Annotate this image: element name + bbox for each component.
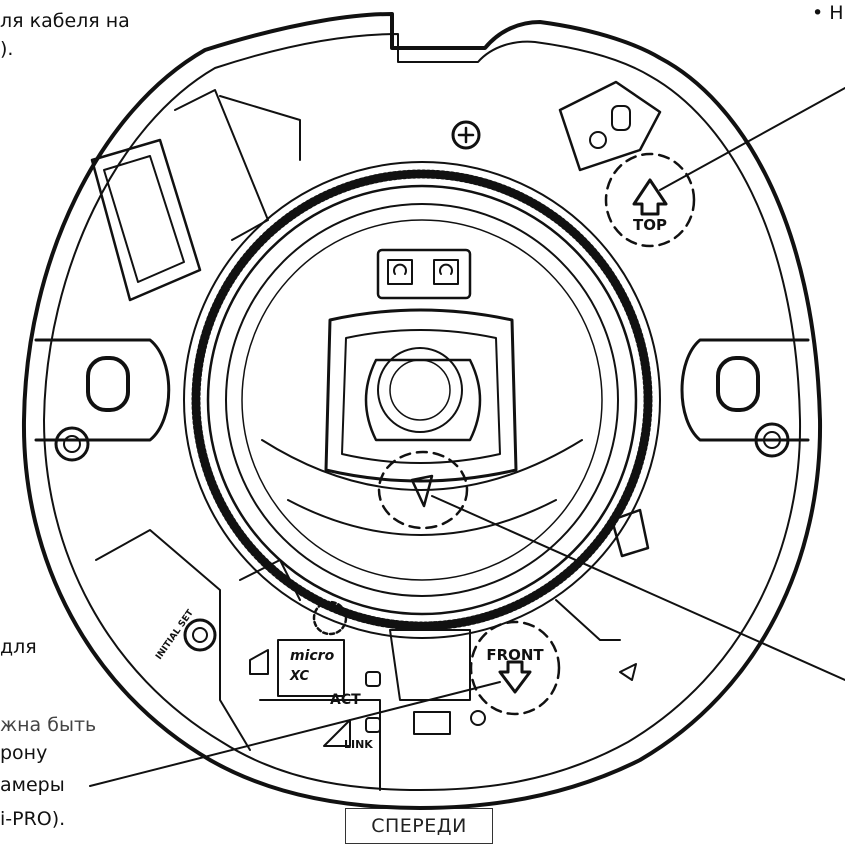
lens-body [364,358,482,442]
outer-housing-inner-outline [43,33,802,791]
front-mark-dashed-circle [469,620,561,716]
micro-label: micro [290,648,335,664]
left-text-4: амеры [0,774,65,796]
right-screw [754,422,790,458]
left-text-1: для [0,636,37,658]
left-text-2: жна быть [0,714,97,736]
top-mark-dashed-circle [604,152,696,248]
left-component-block [90,138,202,302]
top-left-text-line2: ). [0,38,14,60]
top-left-text-line1: ля кабеля на [0,10,130,32]
upper-right-bracket [558,80,662,172]
link-led [365,717,381,733]
left-text-5: i-PRO). [0,808,66,830]
gear-ring-teeth [191,169,653,631]
top-arrow-icon [632,178,668,216]
sdxc-label: XC [289,669,310,684]
left-mount-slot [86,356,130,412]
gear-ring-inner [206,184,638,616]
lens-frame [324,308,518,483]
link-label: LINK [344,738,373,751]
lens-triangle-mark [410,474,434,508]
left-mount-lug [34,338,171,442]
callout-line-top [659,87,845,191]
callout-line-lens [431,495,845,681]
gear-ring-outer [183,161,661,639]
lens-glass [377,347,463,433]
right-mount-slot [716,356,760,412]
lens-top-block [376,248,472,300]
top-mark-label: TOP [633,216,667,234]
front-mark-label: FRONT [486,646,544,664]
act-label: ACT [330,692,361,708]
act-led [365,671,381,687]
initial-set-button [183,618,217,652]
callout-line-front [89,681,501,787]
left-screw [54,426,90,462]
left-text-3: рону [0,742,48,764]
card-slot-area [95,529,251,751]
front-arrow-icon [498,660,532,694]
lens-mark-dashed-circle [377,450,469,530]
outer-housing-outline [21,12,823,810]
right-mount-lug [680,338,810,442]
sd-card-slot [277,639,345,697]
right-bullet-text: • Н [812,2,844,24]
initial-set-label: INITIAL SET [154,608,196,662]
top-screw [451,120,481,150]
